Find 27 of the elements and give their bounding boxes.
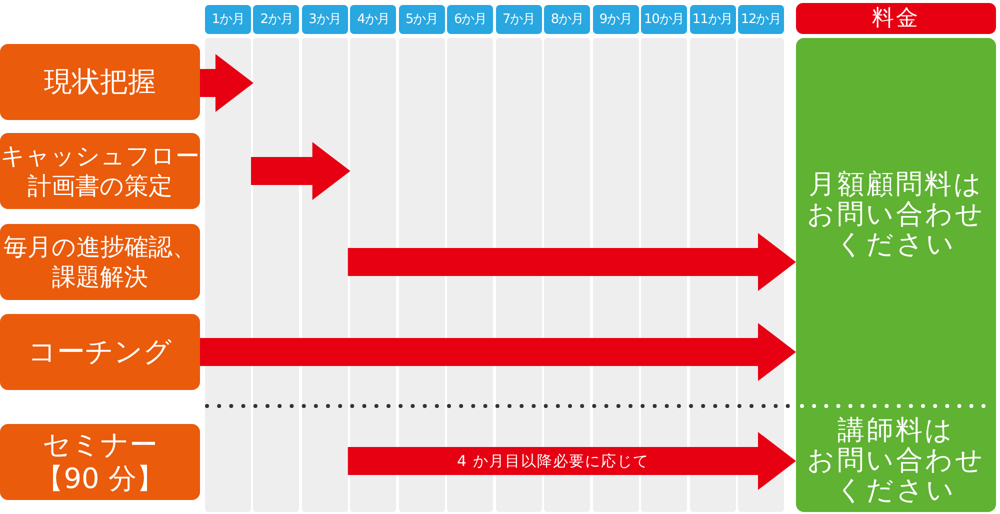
task-box: 毎月の進捗確認、課題解決 xyxy=(0,224,200,300)
task-box: セミナー【90 分】 xyxy=(0,424,200,500)
month-header: 8か月 xyxy=(544,5,590,34)
month-header: 10か月 xyxy=(641,5,688,34)
fee-note: 月額顧問料はお問い合わせください xyxy=(806,170,986,260)
block-arrow xyxy=(348,233,796,291)
month-header: 4か月 xyxy=(350,5,396,34)
task-box: キャッシュフロー計画書の策定 xyxy=(0,133,200,209)
month-header: 12か月 xyxy=(738,5,784,34)
block-arrow xyxy=(251,142,350,200)
month-header: 1か月 xyxy=(205,5,251,34)
fee-header: 料金 xyxy=(796,3,996,34)
month-header: 2か月 xyxy=(253,5,300,34)
month-header: 3か月 xyxy=(302,5,348,34)
month-header: 11か月 xyxy=(690,5,736,34)
fee-note: 講師料はお問い合わせください xyxy=(806,416,986,506)
edge-label: 4 か月目以降必要に応じて xyxy=(456,451,650,471)
task-box: 現状把握 xyxy=(0,44,200,120)
block-arrow xyxy=(348,432,796,490)
month-header: 9か月 xyxy=(592,5,639,34)
month-header: 5か月 xyxy=(398,5,445,34)
task-box: コーチング xyxy=(0,314,200,390)
month-header: 6か月 xyxy=(447,5,494,34)
block-arrow xyxy=(200,323,796,381)
fee-panel xyxy=(796,38,996,512)
month-header: 7か月 xyxy=(496,5,542,34)
block-arrow xyxy=(200,54,254,112)
